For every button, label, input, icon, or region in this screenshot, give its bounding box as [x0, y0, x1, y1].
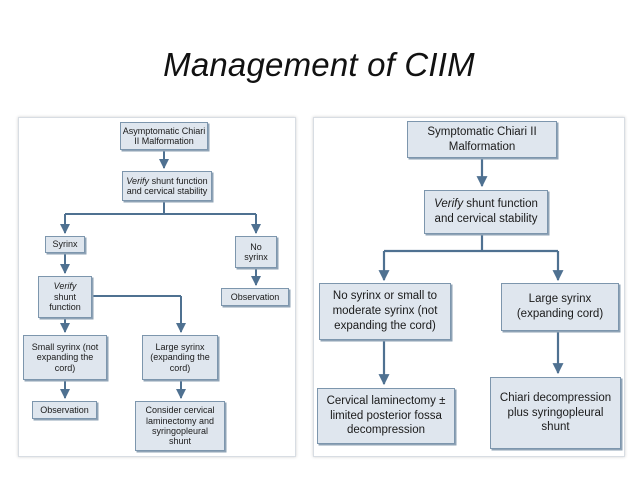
- consider-laminectomy-box: Consider cervical laminectomy and syring…: [135, 401, 225, 451]
- asymptomatic-flowchart-panel: Asymptomatic Chiari II Malformation Veri…: [18, 117, 296, 457]
- syrinx-box: Syrinx: [45, 236, 85, 253]
- left-connectors: [60, 150, 261, 399]
- chiari-decompression-box: Chiari decompression plus syringopleural…: [490, 377, 621, 449]
- small-syrinx-box: Small syrinx (not expanding the cord): [23, 335, 107, 380]
- asymptomatic-chiari-box: Asymptomatic Chiari II Malformation: [120, 122, 208, 150]
- verify-shunt-stability-box: Verify shunt function and cervical stabi…: [424, 190, 548, 234]
- slide-title: Management of CIIM: [163, 46, 475, 83]
- verify-shunt-stability-box: Verify shunt function and cervical stabi…: [122, 171, 212, 201]
- observation-box-right: Observation: [221, 288, 289, 306]
- large-syrinx-box: Large syrinx (expanding cord): [501, 283, 619, 331]
- cervical-laminectomy-box: Cervical laminectomy ± limited posterior…: [317, 388, 455, 444]
- symptomatic-flowchart-panel: Symptomatic Chiari II Malformation Verif…: [313, 117, 625, 457]
- no-or-small-syrinx-box: No syrinx or small to moderate syrinx (n…: [319, 283, 451, 340]
- right-connectors: [378, 158, 564, 386]
- large-syrinx-box: Large syrinx (expanding the cord): [142, 335, 218, 380]
- observation-box-left: Observation: [32, 401, 97, 419]
- no-syrinx-box: No syrinx: [235, 236, 277, 268]
- symptomatic-chiari-box: Symptomatic Chiari II Malformation: [407, 121, 557, 158]
